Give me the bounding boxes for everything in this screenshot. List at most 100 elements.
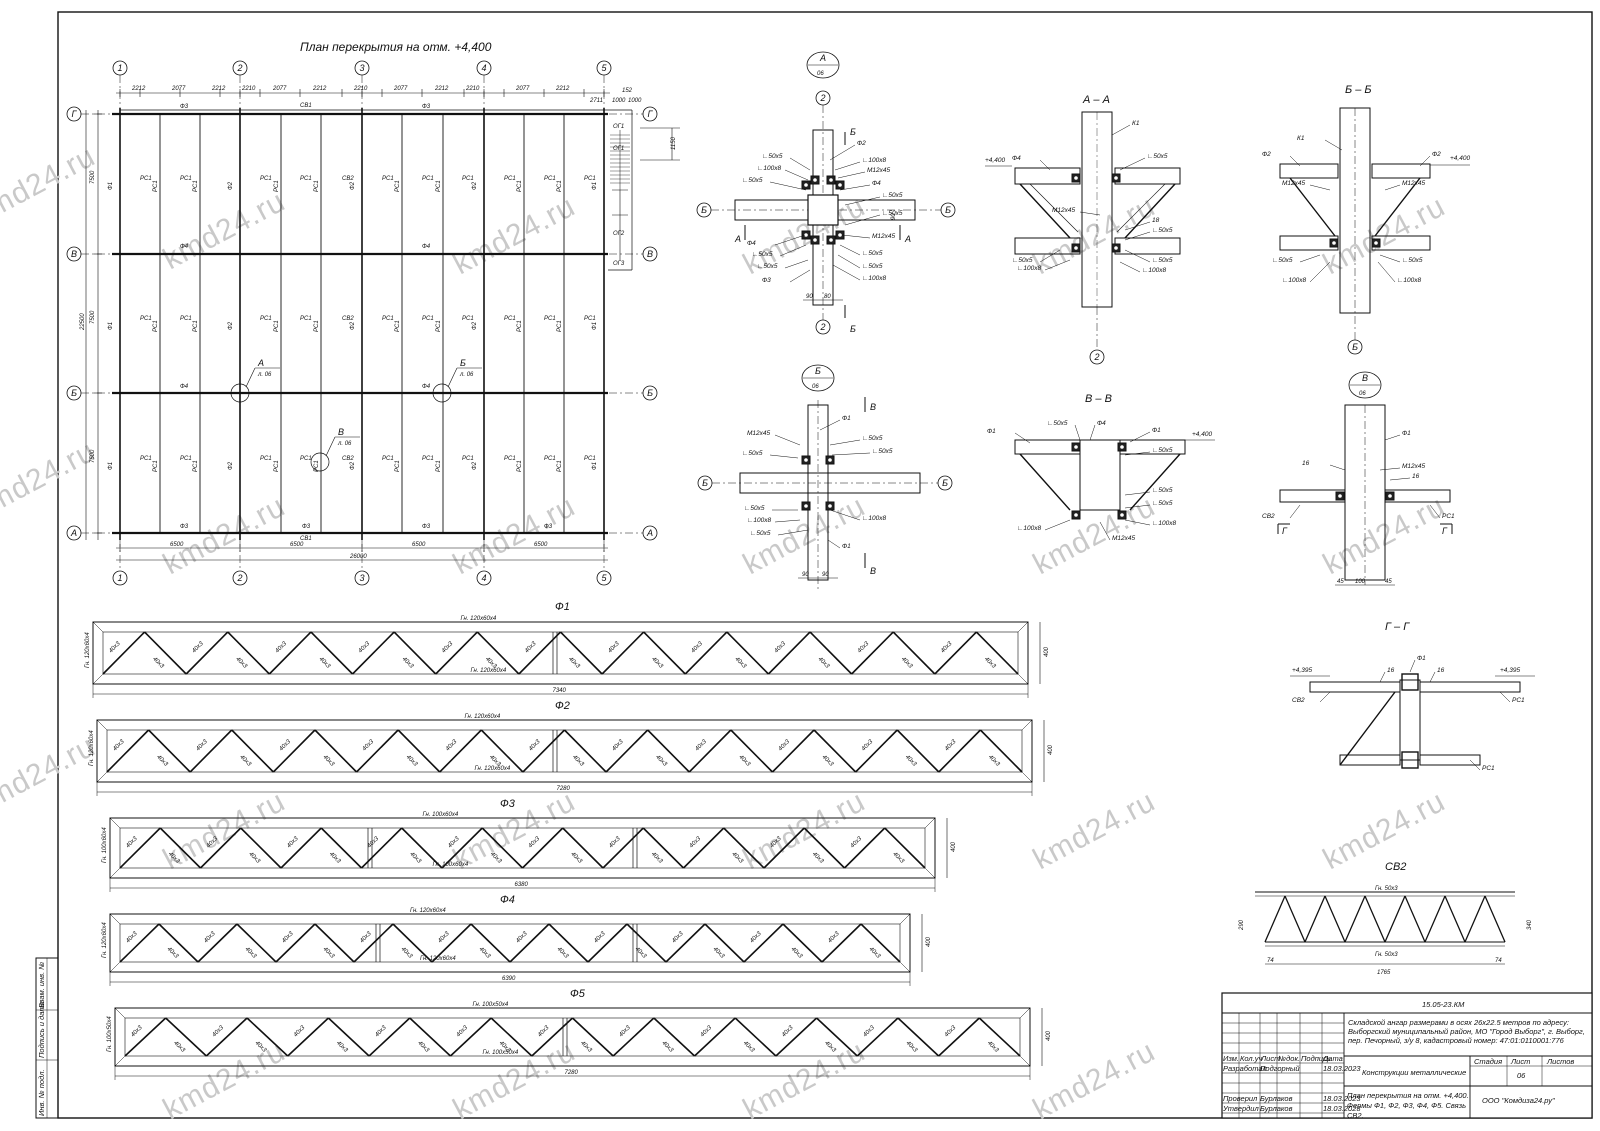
leader (829, 439, 861, 446)
cut-letter: В (870, 566, 876, 576)
truss-mark: Ф4 (422, 384, 431, 390)
truss-web (938, 1017, 980, 1057)
web-label: 40х3 (611, 739, 625, 753)
chord-label: Гн. 100х60х4 (423, 812, 459, 818)
chord-label: Гн. 120х60х4 (85, 632, 91, 668)
bolt-hole (804, 504, 808, 508)
axis-col-bottom-circle (596, 570, 612, 586)
web-label: 40х3 (408, 851, 422, 865)
bolt-hole (804, 458, 808, 462)
callout-circle (432, 383, 452, 403)
axis-row-right: В (647, 249, 653, 259)
truss-web (197, 923, 238, 963)
rc-label: РС1 (544, 176, 556, 182)
leader (1111, 124, 1131, 136)
truss-web (688, 729, 732, 773)
leader (1409, 659, 1416, 673)
dim-top-value: 2210 (465, 86, 480, 92)
dim: 45 (1337, 579, 1344, 585)
web-label: 40х3 (689, 836, 703, 850)
truss-web (563, 729, 607, 773)
node-label: ∟50х5 (1152, 447, 1173, 454)
truss-web (562, 827, 604, 869)
web-label: 40х3 (401, 656, 415, 670)
rc-mark: РС1 (274, 180, 280, 192)
bolt-hole (1114, 246, 1118, 250)
stamp-content: План перекрытия на отм. +4,400. (1347, 1091, 1469, 1100)
leader (1324, 139, 1343, 151)
leader (1429, 504, 1441, 519)
bolt-hole (804, 183, 808, 187)
leader (1044, 519, 1071, 531)
truss-web (602, 827, 644, 869)
bolt-hole (813, 178, 817, 182)
leader (1379, 671, 1386, 683)
truss-web (509, 923, 550, 963)
callout-circle (310, 452, 330, 472)
web-label: 40х3 (125, 836, 139, 850)
rc-label: РС1 (382, 456, 394, 462)
web-label: 40х3 (733, 656, 747, 670)
truss-mark: Ф2 (472, 321, 478, 330)
dim-top-value: 2212 (131, 86, 146, 92)
truss-corner (96, 719, 108, 731)
web-label: 40х3 (203, 931, 217, 945)
truss-web (821, 923, 862, 963)
rc-mark: РС1 (557, 460, 563, 472)
truss-web (393, 631, 437, 675)
stair-mark: ОГ1 (613, 146, 624, 152)
truss-outline (114, 1007, 1031, 1067)
truss-web (470, 923, 511, 963)
truss-web (397, 729, 441, 773)
leader (784, 169, 809, 181)
truss-web (653, 1017, 696, 1057)
sv2-end: 74 (1495, 958, 1502, 964)
leader (1119, 157, 1146, 171)
cut-letter: Г (1442, 526, 1448, 536)
rc-label: РС1 (584, 456, 596, 462)
truss-web (813, 729, 857, 773)
leader (769, 454, 799, 459)
chord-top (1014, 439, 1081, 455)
rc-label: РС1 (140, 456, 152, 462)
sv1-mark: СВ1 (300, 536, 312, 542)
web-label: 40х3 (868, 946, 882, 960)
node-label: М12х45 (1402, 463, 1426, 470)
sv2-end: 74 (1267, 958, 1274, 964)
node-label: ∟100х8 (1282, 277, 1306, 284)
truss-web (327, 1017, 370, 1057)
node-callout-circle (801, 364, 835, 392)
sv2-web (1444, 895, 1466, 943)
leader (831, 452, 871, 456)
watermark-text: kmd24.ru (1318, 490, 1451, 582)
node-letter: В (1362, 373, 1368, 383)
stamp-stage-h: Стадия (1474, 1057, 1502, 1066)
dim-left: 7500 (90, 449, 96, 463)
truss-outline (96, 719, 1033, 783)
truss-web (124, 1017, 167, 1057)
leader (784, 259, 809, 269)
section-title: В – В (1085, 393, 1112, 405)
rc-label: РС1 (260, 456, 272, 462)
truss-web (647, 729, 690, 773)
brace (1339, 691, 1396, 766)
truss-web (148, 729, 191, 773)
chord-top (1114, 167, 1181, 185)
web-label: 40х3 (569, 851, 583, 865)
node-axis-bottom: 2 (819, 322, 825, 332)
node-plate (1401, 751, 1419, 769)
sv2-web (1284, 895, 1306, 943)
web-label: 40х3 (247, 851, 261, 865)
leader (827, 539, 841, 549)
node-label: ∟50х5 (1152, 257, 1173, 264)
truss-length: 7280 (565, 1070, 579, 1076)
truss-web (612, 1017, 655, 1057)
node-plate (1401, 673, 1419, 691)
axis-row-left: В (71, 249, 77, 259)
truss-corner (1017, 673, 1029, 685)
web-label: 40х3 (374, 1025, 388, 1039)
truss-height: 400 (1044, 646, 1050, 657)
